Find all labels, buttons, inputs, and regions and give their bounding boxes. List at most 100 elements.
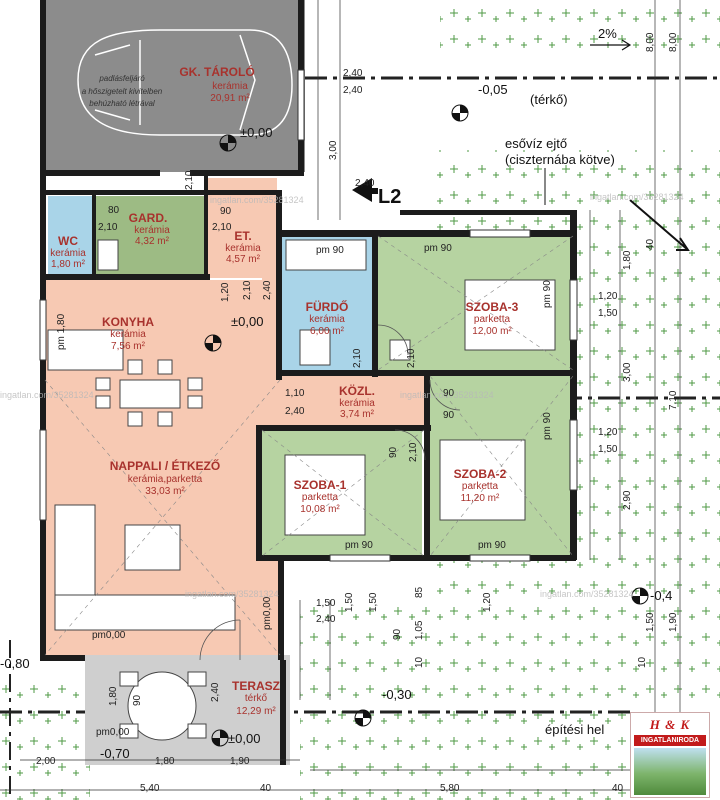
svg-text:1,20: 1,20 [598,291,618,302]
level-minus005: -0,05 [478,82,508,97]
svg-text:2,40: 2,40 [343,68,363,79]
watermark: ingatlan.com/35281324 [540,589,634,599]
watermark: ingatlan.com/35281324 [185,589,279,599]
level-hall: ±0,00 [231,314,263,329]
pm-label: pm0,00 [92,630,126,641]
svg-text:1,50: 1,50 [598,308,618,319]
svg-text:2,10: 2,10 [406,348,417,368]
svg-text:1,10: 1,10 [285,388,305,399]
kozl-material: kerámia [339,398,375,409]
nappali-area: 33,03 m² [145,486,185,497]
szoba2-area: 11,20 m² [461,493,500,504]
szoba3-material: parketta [474,314,511,325]
terko-label: (térkő) [530,92,568,107]
svg-text:7,10: 7,10 [668,390,679,410]
szoba3-name: SZOBA-3 [466,300,519,314]
logo-title: H & K [649,717,691,732]
pm-label: pm 90 [542,412,553,440]
konyha-area: 7,56 m² [111,341,146,352]
konyha-name: KONYHA [102,315,154,329]
szoba1-name: SZOBA-1 [294,478,347,492]
svg-text:1,20: 1,20 [598,427,618,438]
svg-text:8,00: 8,00 [645,32,656,52]
svg-text:1,50: 1,50 [344,592,355,612]
furdo-material: kerámia [309,314,345,325]
svg-text:8,00: 8,00 [668,32,679,52]
svg-text:90: 90 [392,628,403,640]
svg-text:3,00: 3,00 [328,140,339,160]
szoba1-material: parketta [302,492,339,503]
gard-area: 4,32 m² [135,236,170,247]
svg-text:40: 40 [612,783,624,794]
nappali-name: NAPPALI / ÉTKEZŐ [110,458,220,473]
nappali-material: kerámia,parketta [128,474,203,485]
svg-text:90: 90 [388,446,399,458]
watermark: ingatlan.com/35281324 [210,195,304,205]
svg-text:2,40: 2,40 [355,178,375,189]
watermark: ingatlan.com/35281324 [590,192,684,202]
svg-text:80: 80 [108,205,120,216]
svg-text:90: 90 [443,410,455,421]
kozl-name: KÖZL. [339,383,375,398]
garage-name: GK. TÁROLÓ [179,64,254,79]
terasz-name: TERASZ [232,679,280,693]
level-terrace: ±0,00 [228,731,260,746]
svg-text:1,05: 1,05 [414,620,425,640]
level-minus070: -0,70 [100,746,130,761]
svg-text:40: 40 [645,238,656,250]
svg-text:1,50: 1,50 [598,444,618,455]
door-swings [199,324,461,661]
level-minus04: -0,4 [650,588,672,603]
garage-note-line2: a hőszigetelt kivitelben [82,87,163,96]
svg-text:90: 90 [443,388,455,399]
garage-area: 20,91 m² [210,93,250,104]
svg-text:5,40: 5,40 [140,783,160,794]
roof-lines [44,235,574,656]
wc-floor [48,196,92,274]
wc-name: WC [58,234,78,248]
section-line [372,188,378,194]
svg-text:2,10: 2,10 [352,348,363,368]
svg-text:2,10: 2,10 [98,222,118,233]
svg-text:2,40: 2,40 [210,682,221,702]
svg-text:1,80: 1,80 [108,686,119,706]
terasz-area: 12,29 m² [236,706,276,717]
szoba2-material: parketta [462,481,499,492]
svg-text:2,10: 2,10 [408,442,419,462]
szoba3-area: 12,00 m² [472,326,512,337]
svg-text:1,50: 1,50 [316,598,336,609]
logo-subtitle: INGATLANIRODA [634,735,706,746]
pm-label: pm 90 [478,540,506,551]
svg-text:1,50: 1,50 [645,612,656,632]
svg-text:2,00: 2,00 [36,756,56,767]
logo-house-image [634,748,706,795]
esoviz-label: esővíz ejtő [505,136,567,151]
szoba2-name: SZOBA-2 [454,467,507,481]
svg-text:1,50: 1,50 [368,592,379,612]
furniture [47,239,556,741]
svg-text:3,00: 3,00 [622,362,633,382]
svg-text:2,40: 2,40 [316,614,336,625]
svg-text:10: 10 [637,656,648,668]
svg-text:2,90: 2,90 [622,490,633,510]
wc-material: kerámia [50,248,86,259]
svg-text:2,40: 2,40 [285,406,305,417]
svg-text:2,10: 2,10 [242,280,253,300]
pm-label: pm0,00 [262,596,273,630]
dimension-lines [0,0,681,791]
dimension-texts: 2,40 2,40 3,00 2,40 2,10 80 2,10 90 2,10… [36,32,679,794]
svg-text:90: 90 [132,694,143,706]
szoba1-area: 10,08 m² [300,504,340,515]
svg-text:2,40: 2,40 [262,280,273,300]
lawn-top [440,0,720,60]
watermark: ingatlan.com/35281324 [0,390,94,400]
car-outline [77,29,293,136]
et-area: 4,57 m² [226,254,261,265]
lawn-bottom-mid [300,600,630,800]
agency-logo: H & K INGATLANIRODA [630,712,710,798]
svg-text:1,90: 1,90 [230,756,250,767]
konyha-material: kerámia [110,329,146,340]
corner-arrow-icon [629,199,690,251]
svg-text:1,80: 1,80 [622,250,633,270]
pm-label: pm 1,80 [56,313,67,350]
